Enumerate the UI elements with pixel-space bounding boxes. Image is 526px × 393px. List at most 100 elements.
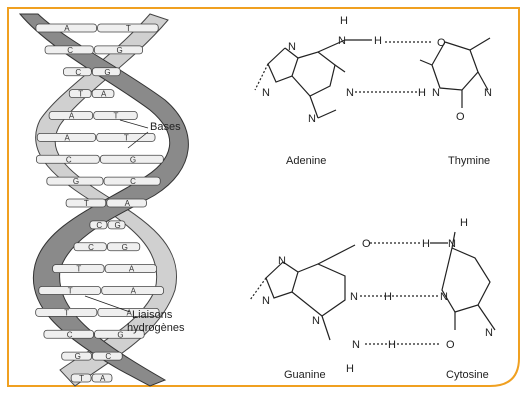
base-left [63,67,92,77]
label-thymine: Thymine [448,155,490,167]
base-right [106,242,141,252]
svg-text:N: N [278,255,286,267]
svg-text:H: H [460,217,468,229]
svg-text:N: N [350,291,358,303]
base-letter: G [115,221,121,230]
svg-text:O: O [437,37,446,49]
svg-text:O: O [362,238,371,250]
base-left [48,111,94,120]
base-letter: A [64,133,70,142]
svg-text:N: N [432,87,440,99]
liaisons-pointer [84,295,131,313]
base-letter: G [73,177,79,186]
base-letter: A [64,24,70,33]
guanine-cytosine-atoms: O H N H N N N H N N N H O N H [262,217,493,375]
base-right [93,111,138,120]
svg-text:H: H [384,291,392,303]
base-right [97,307,160,317]
base-letter: G [122,243,128,252]
label-guanine: Guanine [284,369,326,381]
svg-text:N: N [440,291,448,303]
base-left [35,307,98,317]
base-letter: C [88,243,94,252]
label-adenine: Adenine [286,155,326,167]
base-left [43,329,94,339]
base-letter: T [126,24,131,33]
svg-text:N: N [262,87,270,99]
base-letter: A [100,374,106,383]
base-right [107,220,126,230]
bases-pointer-1 [119,119,149,129]
svg-text:H: H [346,363,354,375]
base-letter: G [130,155,136,164]
bases-pointer-2 [127,131,149,149]
base-letter: T [124,133,129,142]
adenine-thymine-pair [254,37,491,119]
base-left [36,154,100,164]
base-left [38,286,102,295]
svg-text:N: N [338,35,346,47]
base-right [91,373,113,383]
base-left [73,242,107,252]
base-right [103,176,161,186]
base-letter: C [66,155,72,164]
svg-text:N: N [288,41,296,53]
svg-text:N: N [485,327,493,339]
label-liaisons-2: hydrogènes [127,322,185,334]
base-left [61,351,92,361]
base-letter: T [113,112,118,121]
frame-border [7,7,520,387]
svg-text:N: N [346,87,354,99]
base-left [46,176,104,186]
base-right [101,286,164,295]
base-letter: A [101,90,107,99]
base-right [91,89,115,99]
svg-text:N: N [312,315,320,327]
guanine-cytosine-pair [249,231,496,345]
label-cytosine: Cytosine [446,369,489,381]
svg-text:N: N [352,339,360,351]
svg-text:H: H [340,15,348,27]
base-letter: A [129,265,135,274]
base-left [36,132,97,142]
base-right [91,67,121,77]
base-left [89,220,108,230]
base-letter: C [96,221,102,230]
base-left [52,264,105,274]
svg-text:H: H [422,238,430,250]
base-letter: T [84,199,89,208]
base-letter: C [67,46,73,55]
base-right [92,351,123,361]
base-right [97,23,159,33]
base-left [65,198,107,208]
base-right [106,198,147,208]
svg-text:O: O [456,111,465,123]
base-letter: A [125,199,131,208]
base-letter: C [130,177,136,186]
base-left [44,45,94,55]
base-letter: T [64,308,69,317]
svg-text:N: N [448,238,456,250]
base-letter: C [67,330,73,339]
base-right [94,329,145,339]
svg-text:O: O [446,339,455,351]
svg-text:N: N [262,295,270,307]
svg-text:H: H [388,339,396,351]
base-letter: A [126,308,132,317]
